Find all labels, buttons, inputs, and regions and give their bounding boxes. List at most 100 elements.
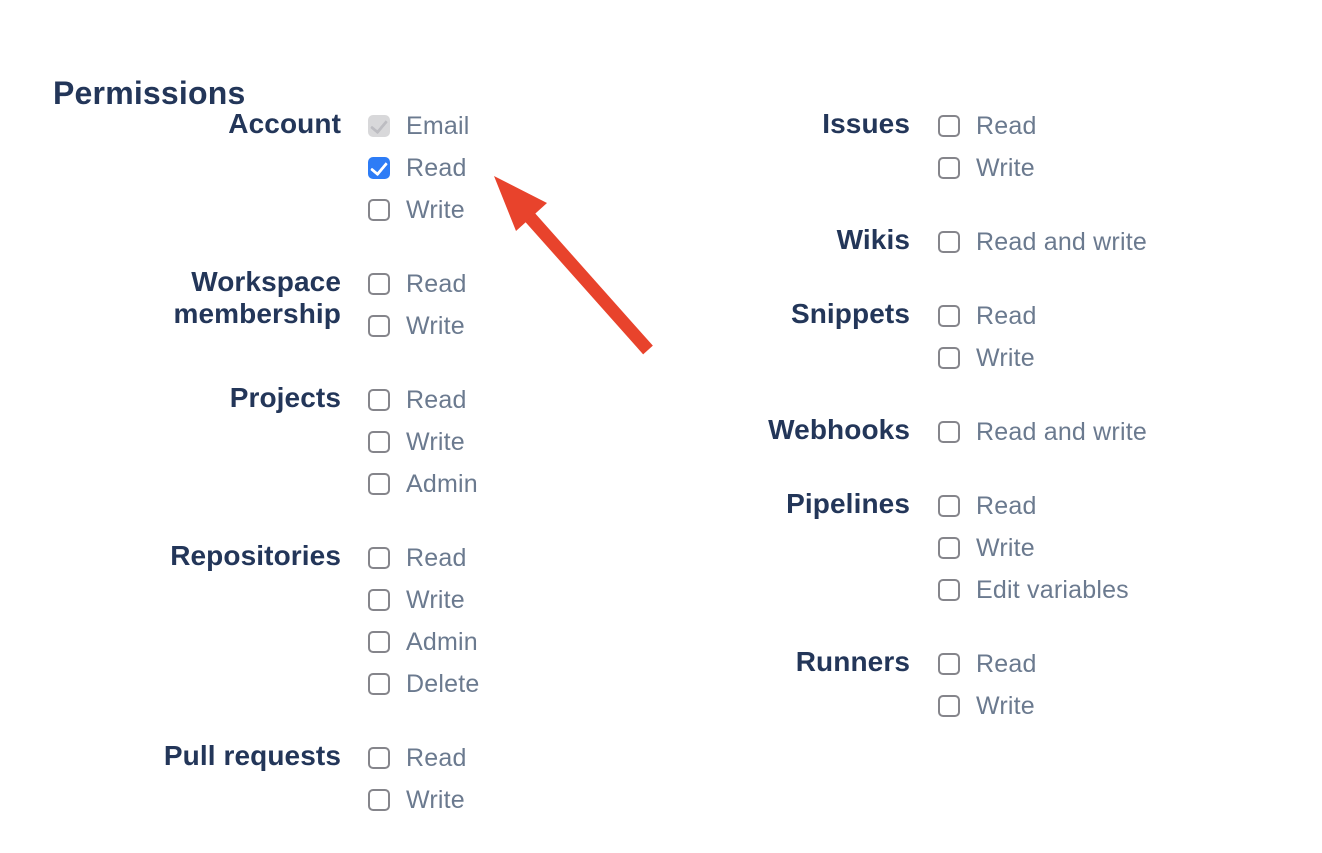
repositories-delete-label: Delete	[406, 669, 480, 698]
group-label-wikis: Wikis	[836, 224, 910, 255]
account-write-label: Write	[406, 195, 465, 224]
workspace-membership-read-checkbox[interactable]	[368, 273, 390, 295]
repositories-read-checkbox[interactable]	[368, 547, 390, 569]
account-email-label: Email	[406, 111, 470, 140]
wikis-read-and-write-row: Read and write	[938, 221, 1147, 263]
projects-admin-checkbox[interactable]	[368, 473, 390, 495]
pipelines-read-checkbox[interactable]	[938, 495, 960, 517]
repositories-write-label: Write	[406, 585, 465, 614]
workspace-membership-read-row: Read	[368, 263, 467, 305]
group-label-runners: Runners	[795, 646, 910, 677]
group-label-repositories: Repositories	[170, 540, 341, 571]
repositories-delete-checkbox[interactable]	[368, 673, 390, 695]
pipelines-edit-variables-row: Edit variables	[938, 569, 1129, 611]
projects-write-row: Write	[368, 421, 478, 463]
pull-requests-write-row: Write	[368, 779, 467, 821]
group-label-snippets: Snippets	[790, 298, 910, 329]
projects-write-label: Write	[406, 427, 465, 456]
issues-read-checkbox[interactable]	[938, 115, 960, 137]
snippets-write-row: Write	[938, 337, 1037, 379]
runners-read-checkbox[interactable]	[938, 653, 960, 675]
pull-requests-write-checkbox[interactable]	[368, 789, 390, 811]
wikis-read-and-write-label: Read and write	[976, 227, 1147, 256]
projects-write-checkbox[interactable]	[368, 431, 390, 453]
issues-read-row: Read	[938, 105, 1037, 147]
repositories-write-row: Write	[368, 579, 479, 621]
snippets-read-checkbox[interactable]	[938, 305, 960, 327]
issues-write-row: Write	[938, 147, 1037, 189]
webhooks-read-and-write-checkbox[interactable]	[938, 421, 960, 443]
account-read-checkbox[interactable]	[368, 157, 390, 179]
pipelines-edit-variables-label: Edit variables	[976, 575, 1129, 604]
repositories-admin-checkbox[interactable]	[368, 631, 390, 653]
account-read-row: Read	[368, 147, 470, 189]
issues-write-label: Write	[976, 153, 1035, 182]
repositories-read-row: Read	[368, 537, 479, 579]
pull-requests-read-row: Read	[368, 737, 467, 779]
account-email-row: Email	[368, 105, 470, 147]
runners-write-checkbox[interactable]	[938, 695, 960, 717]
projects-read-row: Read	[368, 379, 478, 421]
repositories-admin-row: Admin	[368, 621, 479, 663]
snippets-write-checkbox[interactable]	[938, 347, 960, 369]
runners-write-label: Write	[976, 691, 1035, 720]
workspace-membership-write-checkbox[interactable]	[368, 315, 390, 337]
webhooks-read-and-write-label: Read and write	[976, 417, 1147, 446]
workspace-membership-read-label: Read	[406, 269, 467, 298]
runners-write-row: Write	[938, 685, 1037, 727]
pull-requests-read-label: Read	[406, 743, 467, 772]
group-label-pull-requests: Pull requests	[163, 740, 341, 771]
options-webhooks: Read and write	[938, 411, 1147, 453]
pipelines-write-label: Write	[976, 533, 1035, 562]
repositories-admin-label: Admin	[406, 627, 478, 656]
group-label-issues: Issues	[822, 108, 910, 139]
runners-read-row: Read	[938, 643, 1037, 685]
projects-admin-row: Admin	[368, 463, 478, 505]
group-label-workspace-membership: Workspace membership	[173, 266, 341, 329]
projects-read-label: Read	[406, 385, 467, 414]
repositories-delete-row: Delete	[368, 663, 479, 705]
pull-requests-write-label: Write	[406, 785, 465, 814]
group-label-projects: Projects	[229, 382, 341, 413]
account-email-checkbox	[368, 115, 390, 137]
pull-requests-read-checkbox[interactable]	[368, 747, 390, 769]
projects-read-checkbox[interactable]	[368, 389, 390, 411]
issues-write-checkbox[interactable]	[938, 157, 960, 179]
workspace-membership-write-row: Write	[368, 305, 467, 347]
wikis-read-and-write-checkbox[interactable]	[938, 231, 960, 253]
repositories-read-label: Read	[406, 543, 467, 572]
account-write-row: Write	[368, 189, 470, 231]
webhooks-read-and-write-row: Read and write	[938, 411, 1147, 453]
page-title: Permissions	[53, 74, 246, 111]
snippets-read-label: Read	[976, 301, 1037, 330]
group-label-webhooks: Webhooks	[768, 414, 910, 445]
pipelines-write-row: Write	[938, 527, 1129, 569]
account-write-checkbox[interactable]	[368, 199, 390, 221]
permission-group-webhooks: Webhooks Read and write	[700, 411, 1147, 453]
runners-read-label: Read	[976, 649, 1037, 678]
issues-read-label: Read	[976, 111, 1037, 140]
snippets-write-label: Write	[976, 343, 1035, 372]
pipelines-write-checkbox[interactable]	[938, 537, 960, 559]
projects-admin-label: Admin	[406, 469, 478, 498]
repositories-write-checkbox[interactable]	[368, 589, 390, 611]
group-label-account: Account	[228, 108, 341, 139]
group-label-pipelines: Pipelines	[786, 488, 910, 519]
pipelines-edit-variables-checkbox[interactable]	[938, 579, 960, 601]
